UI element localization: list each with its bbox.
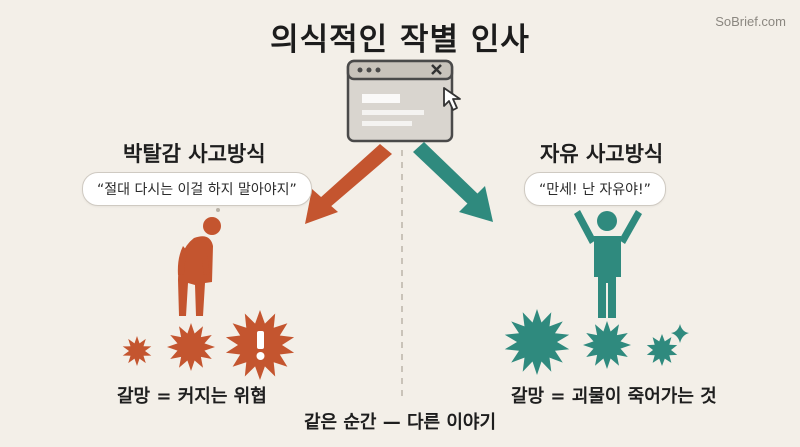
- burst-medium-teal-icon: [583, 321, 631, 369]
- burst-alert-icon: [225, 310, 295, 380]
- mouse-cursor-icon: [443, 87, 461, 111]
- sparkle-icon: [671, 324, 689, 343]
- freedom-heading: 자유 사고방식: [540, 142, 664, 166]
- cheering-person-icon: [574, 210, 642, 318]
- brand-watermark: SoBrief.com: [715, 14, 786, 29]
- deprivation-quote-bubble: “절대 다시는 이걸 하지 말아야지”: [82, 172, 312, 206]
- freedom-caption: 갈망 = 괴물이 죽어가는 것: [511, 386, 717, 407]
- deprivation-caption: 갈망 = 커지는 위협: [117, 386, 267, 407]
- burst-medium-icon: [167, 323, 215, 371]
- burst-large-teal-icon: [504, 309, 570, 375]
- arrow-to-deprivation: [305, 144, 392, 224]
- bottom-caption: 같은 순간 — 다른 이야기: [303, 412, 497, 433]
- burst-small-icon: [122, 336, 152, 366]
- browser-window-icon: [346, 59, 454, 143]
- page-title: 의식적인 작별 인사: [270, 22, 530, 58]
- arrow-to-freedom: [413, 142, 493, 222]
- freedom-quote-bubble: “만세! 난 자유야!”: [524, 172, 666, 206]
- slumped-person-icon: [177, 217, 221, 316]
- deprivation-heading: 박탈감 사고방식: [123, 142, 266, 166]
- burst-small-teal-icon: [646, 334, 678, 366]
